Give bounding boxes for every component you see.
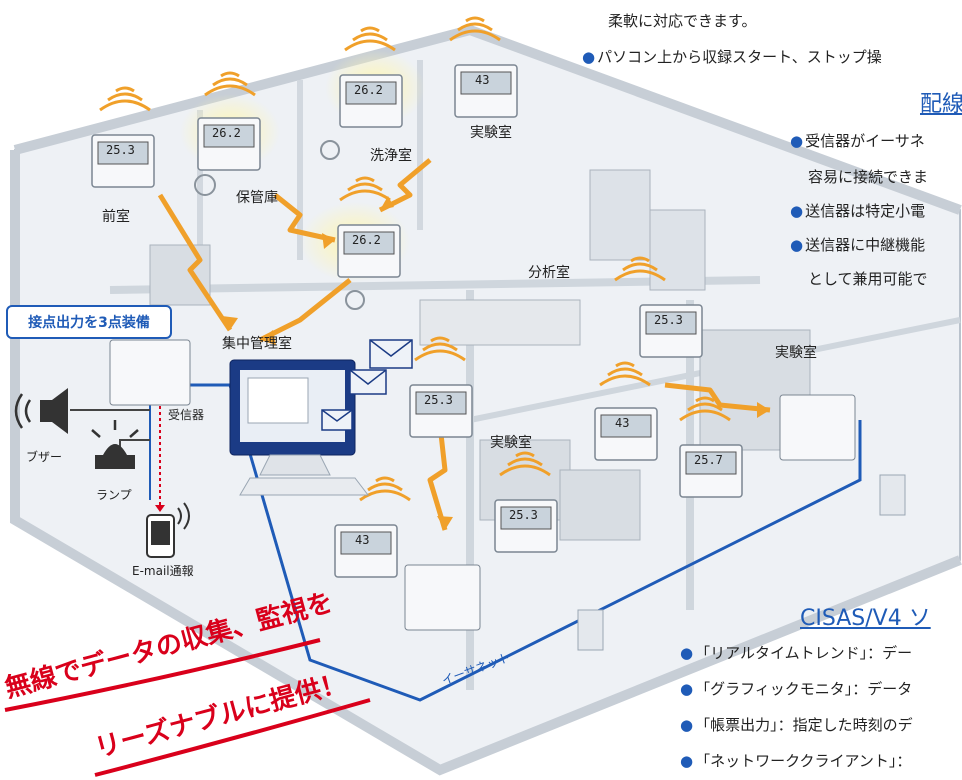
receiver-label: 受信器 — [168, 408, 205, 422]
room-label-antechamber: 前室 — [102, 209, 130, 225]
bullet-transmitter: 送信器は特定小電 — [790, 200, 925, 221]
room-label-analysis: 分析室 — [528, 265, 570, 281]
bullet-report-output: 「帳票出力」：指定した時刻のデ — [680, 714, 913, 735]
logger-reading: 25.3 — [509, 508, 538, 522]
bullet-receiver-1: 受信器がイーサネ — [790, 130, 925, 151]
room-label-lab-right: 実験室 — [775, 345, 817, 361]
buzzer-label: ブザー — [26, 450, 63, 464]
room-label-washing: 洗浄室 — [370, 148, 412, 164]
logger-reading: 25.7 — [694, 453, 723, 467]
room-label-storage: 保管庫 — [236, 190, 278, 206]
buzzer-icon — [14, 388, 68, 434]
bullet-receiver-2: 容易に接続できま — [808, 168, 929, 186]
logger-reading: 25.3 — [106, 143, 135, 157]
logger-reading: 43 — [615, 416, 630, 430]
logger-reading: 25.3 — [654, 313, 683, 327]
logger-reading: 26.2 — [212, 126, 241, 140]
logger-reading: 43 — [475, 73, 490, 87]
email-label: E-mail通報 — [132, 564, 194, 578]
logger-reading: 26.2 — [354, 83, 383, 97]
room-label-lab-middle: 実験室 — [490, 435, 532, 451]
bullet-relay-2: として兼用可能で — [808, 270, 928, 288]
logger-reading: 43 — [355, 533, 370, 547]
logger-reading: 25.3 — [424, 393, 453, 407]
bullet-network-client: 「ネットワーククライアント」： — [680, 750, 911, 771]
contact-output-badge: 接点出力を3点装備 — [6, 305, 172, 339]
email-envelopes — [321, 339, 413, 431]
ethernet-cable — [190, 383, 862, 702]
mobile-phone-icon — [146, 502, 190, 558]
heading-cisas: CISAS/V4 ソ — [800, 606, 931, 631]
bullet-realtime-trend: 「リアルタイムトレンド」：デー — [680, 642, 912, 663]
bullet-recording-start: パソコン上から収録スタート、ストップ操 — [582, 46, 882, 67]
bullet-relay-1: 送信器に中継機能 — [790, 234, 925, 255]
bullet-graphic-monitor: 「グラフィックモニタ」：データ — [680, 678, 912, 699]
receiver-device — [109, 339, 191, 406]
logger-reading: 26.2 — [352, 233, 381, 247]
heading-wiring: 配線 — [920, 92, 962, 117]
text-flexible: 柔軟に対応できます。 — [608, 12, 757, 30]
room-label-central-control: 集中管理室 — [222, 336, 292, 352]
wifi-signals — [99, 16, 731, 502]
lamp-icon — [91, 420, 139, 469]
lamp-label: ランプ — [96, 488, 132, 502]
room-label-lab-top: 実験室 — [470, 125, 512, 141]
